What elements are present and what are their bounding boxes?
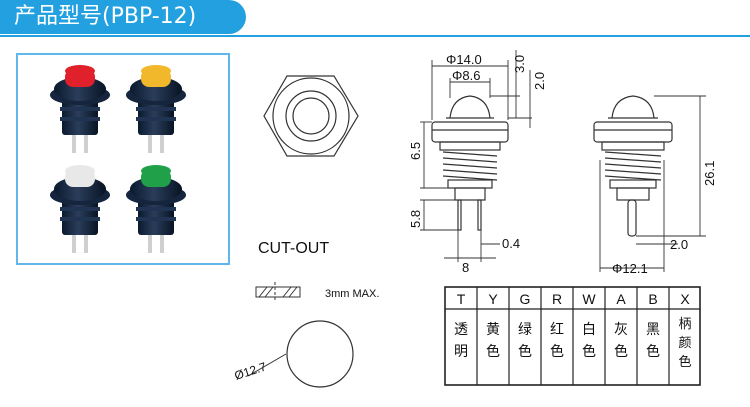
dim-6-5: 6.5 bbox=[408, 142, 423, 160]
cutout-hole bbox=[286, 320, 354, 388]
dimension-lines-profile bbox=[599, 95, 706, 272]
dim-2-0-side: 2.0 bbox=[670, 237, 688, 252]
table-cell: 黑 bbox=[646, 322, 660, 338]
table-cell: 色 bbox=[614, 343, 628, 360]
side-view-front bbox=[431, 95, 509, 231]
table-cell: 色 bbox=[486, 343, 500, 360]
push-button-red bbox=[50, 65, 110, 153]
dimension-lines-front bbox=[420, 50, 532, 262]
color-code-table: T Y G R W A B X 透 明 黄 色 绿 色 红 色 白 色 灰 色 … bbox=[444, 286, 701, 386]
dim-8: 8 bbox=[462, 260, 469, 275]
product-photo bbox=[16, 53, 230, 265]
table-header-cell: R bbox=[552, 291, 562, 307]
table-header-cell: Y bbox=[488, 291, 498, 307]
table-cell: 灰 bbox=[614, 322, 628, 338]
table-cell: 透 bbox=[454, 322, 468, 338]
table-cell: 白 bbox=[582, 322, 596, 338]
table-cell: 明 bbox=[454, 344, 468, 360]
page-title: 产品型号(PBP-12) bbox=[14, 4, 197, 29]
table-cell: 绿 bbox=[518, 322, 532, 338]
table-cell: 红 bbox=[550, 322, 564, 338]
push-button-green bbox=[126, 165, 186, 253]
dim-2-0-top: 2.0 bbox=[532, 72, 547, 90]
push-button-white bbox=[50, 165, 110, 253]
table-cell: 色 bbox=[582, 343, 596, 360]
side-view-profile bbox=[593, 95, 673, 237]
table-cell: 柄 bbox=[678, 317, 691, 332]
button-photo-illustration bbox=[50, 65, 186, 253]
header-title-bar: 产品型号(PBP-12) bbox=[0, 0, 246, 34]
table-header-cell: B bbox=[648, 291, 657, 307]
header: 产品型号(PBP-12) bbox=[0, 0, 750, 40]
max-thickness-label: 3mm MAX. bbox=[325, 288, 379, 300]
hex-nut-top-view bbox=[263, 75, 359, 157]
dim-diameter-14: Φ14.0 bbox=[446, 52, 482, 67]
table-header-cell: A bbox=[616, 291, 626, 307]
dim-0-4: 0.4 bbox=[502, 236, 520, 251]
cutout-title: CUT-OUT bbox=[258, 240, 329, 257]
table-cell: 色 bbox=[550, 343, 564, 360]
table-cell: 色 bbox=[678, 354, 691, 370]
dim-diameter-8-6: Φ8.6 bbox=[452, 68, 480, 83]
cutout-leader bbox=[247, 353, 287, 377]
panel-thickness-symbol bbox=[255, 282, 301, 302]
cutout-diameter-label: Ø12.7 bbox=[233, 359, 269, 383]
push-button-yellow bbox=[126, 65, 186, 153]
table-cell: 色 bbox=[518, 343, 532, 360]
table-header-cell: T bbox=[457, 291, 466, 307]
dim-diameter-12-1: Φ12.1 bbox=[612, 261, 648, 276]
table-header-cell: W bbox=[582, 291, 596, 307]
dim-5-8: 5.8 bbox=[408, 210, 423, 228]
table-cell: 色 bbox=[646, 343, 660, 360]
table-cell: 颜 bbox=[678, 335, 691, 351]
table-header-cell: G bbox=[520, 291, 531, 307]
table-cell: 黄 bbox=[486, 321, 500, 338]
table-header-cell: X bbox=[680, 291, 690, 307]
header-divider bbox=[0, 35, 750, 37]
dim-26-1: 26.1 bbox=[702, 161, 717, 186]
dim-3-0: 3.0 bbox=[512, 55, 527, 73]
